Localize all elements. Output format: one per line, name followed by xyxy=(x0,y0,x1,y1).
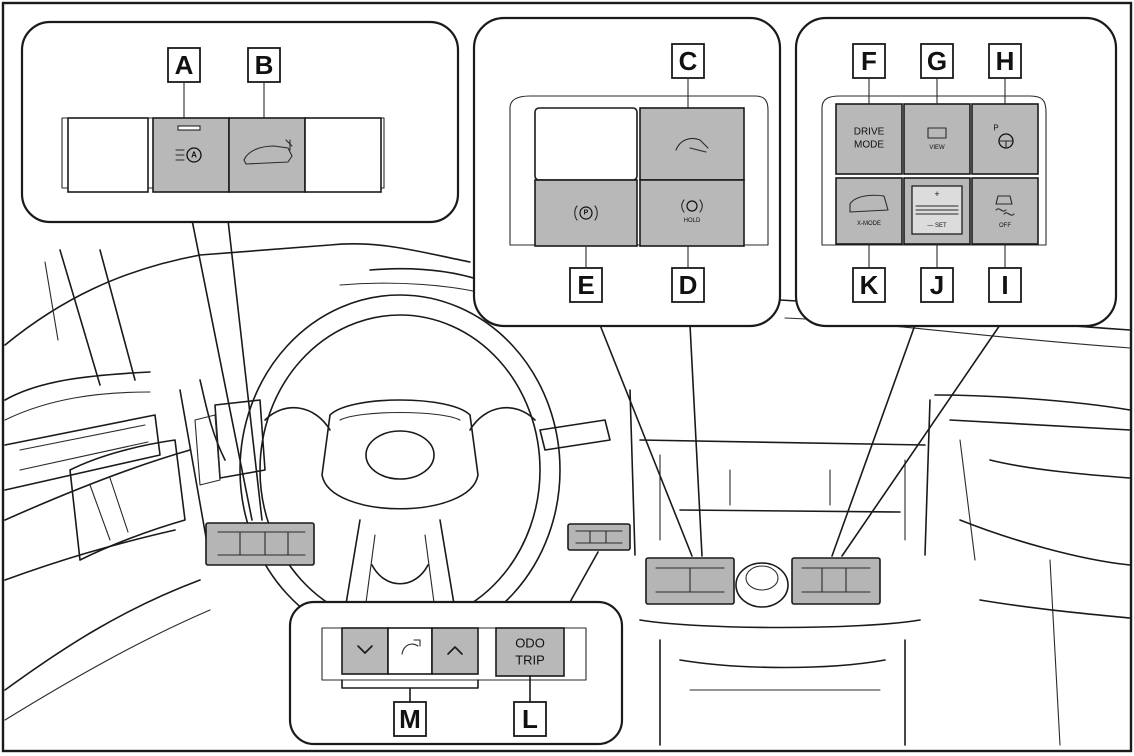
callout-k-label: K xyxy=(860,270,879,300)
callout-i-label: I xyxy=(1001,270,1008,300)
drive-mode-button[interactable] xyxy=(835,103,903,175)
hold-label: HOLD xyxy=(684,218,701,224)
svg-text:A: A xyxy=(191,151,197,160)
callout-c-label: C xyxy=(679,46,698,76)
camera-view-button[interactable] xyxy=(903,103,971,175)
meter-up-button[interactable] xyxy=(431,627,479,675)
callout-l xyxy=(513,701,547,737)
blank-switch-right xyxy=(304,117,382,193)
callout-l-label: L xyxy=(522,704,538,734)
parking-assist-hand-icon xyxy=(675,137,709,153)
electric-parking-brake-icon: P xyxy=(574,205,598,221)
chevron-up-icon xyxy=(447,646,463,655)
callout-f-label: F xyxy=(861,46,877,76)
callout-b-label: B xyxy=(255,50,274,80)
callout-b xyxy=(247,47,281,83)
panel-meter-switches: ODO TRIP M L xyxy=(288,600,624,746)
view-label: VIEW xyxy=(929,145,945,151)
drive-mode-label-1: DRIVE xyxy=(854,127,885,138)
x-mode-vehicle-icon xyxy=(849,194,889,213)
panel-drive-switches: DRIVE MODE VIEW P X-MODE + — SET OFF F xyxy=(794,16,1118,328)
steering-p-label: P xyxy=(993,124,998,133)
brake-hold-button[interactable] xyxy=(639,179,745,247)
odo-label: ODO xyxy=(515,636,545,651)
callout-e xyxy=(569,267,603,303)
callout-h-label: H xyxy=(996,46,1015,76)
blank-switch-left xyxy=(67,117,149,193)
vehicle-height-button[interactable] xyxy=(228,117,306,193)
traction-control-off-icon xyxy=(995,195,1015,216)
panel-brake-switches: P HOLD C E D xyxy=(472,16,782,328)
callout-d-label: D xyxy=(679,270,698,300)
meter-select-arrows-icon xyxy=(401,639,421,655)
chevron-down-icon xyxy=(357,645,373,654)
brake-hold-icon: HOLD xyxy=(681,199,703,224)
drive-mode-label-2: MODE xyxy=(854,140,884,151)
callout-h xyxy=(988,43,1022,79)
set-minus-label: — SET xyxy=(927,223,947,229)
trip-label: TRIP xyxy=(515,653,545,668)
steering-assist-button[interactable] xyxy=(971,103,1039,175)
vehicle-ride-height-icon xyxy=(243,139,293,165)
callout-m-label: M xyxy=(399,704,421,734)
svg-text:P: P xyxy=(584,210,589,217)
callout-g xyxy=(920,43,954,79)
odo-trip-button[interactable] xyxy=(495,627,565,677)
panel-light-switches: A A B xyxy=(20,20,460,224)
meter-select-center xyxy=(387,627,433,675)
callout-j-label: J xyxy=(930,270,944,300)
steering-wheel-icon xyxy=(998,133,1014,149)
callout-a-label: A xyxy=(175,50,194,80)
auto-headlight-icon: A xyxy=(175,125,202,163)
callout-g-label: G xyxy=(927,46,947,76)
parking-assist-button[interactable] xyxy=(639,107,745,181)
meter-down-button[interactable] xyxy=(341,627,389,675)
off-label: OFF xyxy=(999,223,1011,229)
callout-e-label: E xyxy=(577,270,594,300)
blank-switch-top-left xyxy=(534,107,638,181)
x-mode-label: X-MODE xyxy=(857,221,881,227)
set-plus-label: + xyxy=(934,189,939,199)
camera-view-icon xyxy=(927,127,947,139)
callout-m xyxy=(393,701,427,737)
electric-parking-brake-button[interactable] xyxy=(534,179,638,247)
